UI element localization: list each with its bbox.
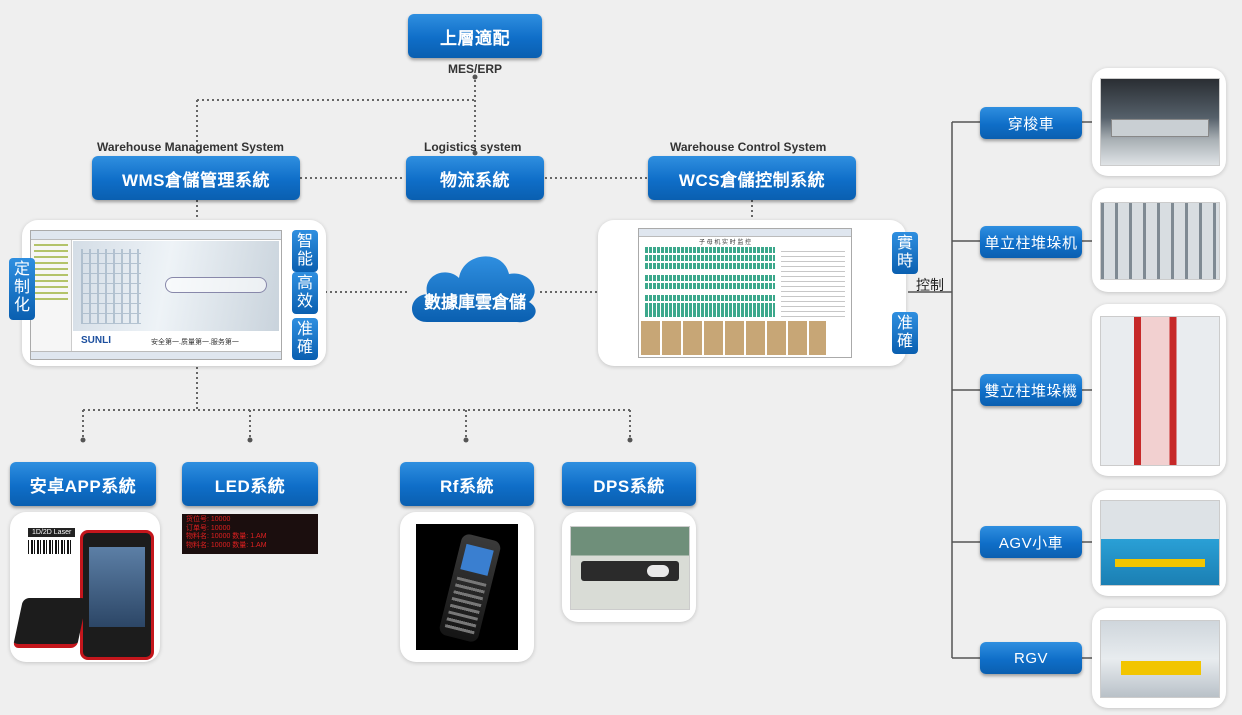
device-double-mast-stacker-button[interactable]: 雙立柱堆垛機 bbox=[980, 374, 1082, 406]
handheld-device bbox=[80, 530, 154, 660]
wcs-button[interactable]: WCS倉儲控制系統 bbox=[648, 156, 856, 200]
dps-photo bbox=[570, 526, 690, 610]
side-label-smart: 智能 bbox=[292, 230, 318, 272]
device-shuttle-button[interactable]: 穿梭車 bbox=[980, 107, 1082, 139]
laser-badge: 1D/2D Laser bbox=[28, 528, 76, 537]
led-line: 物料名: 10000 数量: 1.AM bbox=[186, 541, 267, 549]
wcs-monitor-title: 子 母 机 实 时 监 控 bbox=[699, 240, 752, 246]
dps-system-button[interactable]: DPS系統 bbox=[562, 462, 696, 506]
device-agv-button[interactable]: AGV小車 bbox=[980, 526, 1082, 558]
wms-slogan: 安全第一.质量第一.服务第一 bbox=[151, 339, 239, 346]
cloud-icon bbox=[412, 256, 536, 323]
rf-scanner-photo bbox=[416, 524, 518, 650]
rack-grid bbox=[645, 247, 775, 317]
status-panels bbox=[641, 321, 826, 355]
led-line: 订单号: 10000 bbox=[186, 524, 231, 532]
barcode-icon bbox=[28, 540, 72, 554]
dps-device-card bbox=[562, 512, 696, 622]
double-mast-photo bbox=[1100, 316, 1220, 466]
agv-photo bbox=[1100, 500, 1220, 586]
wms-caption: Warehouse Management System bbox=[97, 140, 284, 154]
side-label-wcs-accurate: 准確 bbox=[892, 312, 918, 354]
android-device-card: 1D/2D Laser bbox=[10, 512, 160, 662]
logistics-button[interactable]: 物流系統 bbox=[406, 156, 544, 200]
double-mast-photo-card bbox=[1092, 304, 1226, 476]
wcs-screenshot: 子 母 机 实 时 监 控 bbox=[638, 228, 852, 358]
control-label: 控制 bbox=[916, 277, 944, 293]
upper-layer-adapter-button[interactable]: 上層適配 bbox=[408, 14, 542, 58]
cloud-database-label: 數據庫雲倉儲 bbox=[424, 293, 526, 312]
rgv-photo bbox=[1100, 620, 1220, 698]
android-app-button[interactable]: 安卓APP系統 bbox=[10, 462, 156, 506]
led-line: 货位号: 10000 bbox=[186, 516, 231, 523]
side-label-accurate: 准確 bbox=[292, 318, 318, 360]
wms-screenshot: SUNLI 安全第一.质量第一.服务第一 bbox=[30, 230, 282, 360]
led-system-button[interactable]: LED系統 bbox=[182, 462, 318, 506]
wcs-caption: Warehouse Control System bbox=[670, 140, 827, 154]
device-single-mast-stacker-button[interactable]: 单立柱堆垛机 bbox=[980, 226, 1082, 258]
side-label-realtime: 實時 bbox=[892, 232, 918, 274]
rf-system-button[interactable]: Rf系統 bbox=[400, 462, 534, 506]
single-mast-photo bbox=[1100, 202, 1220, 280]
mes-erp-label: MES/ERP bbox=[448, 62, 503, 76]
shuttle-photo bbox=[1100, 78, 1220, 166]
rf-device-card bbox=[400, 512, 534, 662]
wcs-screen-card: 子 母 机 实 时 监 控 bbox=[598, 220, 906, 366]
wms-logo: SUNLI bbox=[81, 335, 111, 346]
wms-button[interactable]: WMS倉儲管理系統 bbox=[92, 156, 300, 200]
side-label-custom: 定制化 bbox=[9, 258, 35, 320]
rgv-photo-card bbox=[1092, 608, 1226, 708]
led-display-panel: 货位号: 10000 订单号: 10000 物料名: 10000 数量: 1.A… bbox=[182, 514, 318, 554]
logistics-caption: Logistics system bbox=[424, 140, 522, 154]
warehouse-photo bbox=[73, 241, 279, 331]
single-mast-photo-card bbox=[1092, 188, 1226, 292]
led-line: 物料名: 10000 数量: 1.AM bbox=[186, 533, 267, 540]
device-rgv-button[interactable]: RGV bbox=[980, 642, 1082, 674]
wms-screen-card: SUNLI 安全第一.质量第一.服务第一 bbox=[22, 220, 326, 366]
shuttle-photo-card bbox=[1092, 68, 1226, 176]
agv-photo-card bbox=[1092, 490, 1226, 596]
side-label-efficient: 高效 bbox=[292, 272, 318, 314]
